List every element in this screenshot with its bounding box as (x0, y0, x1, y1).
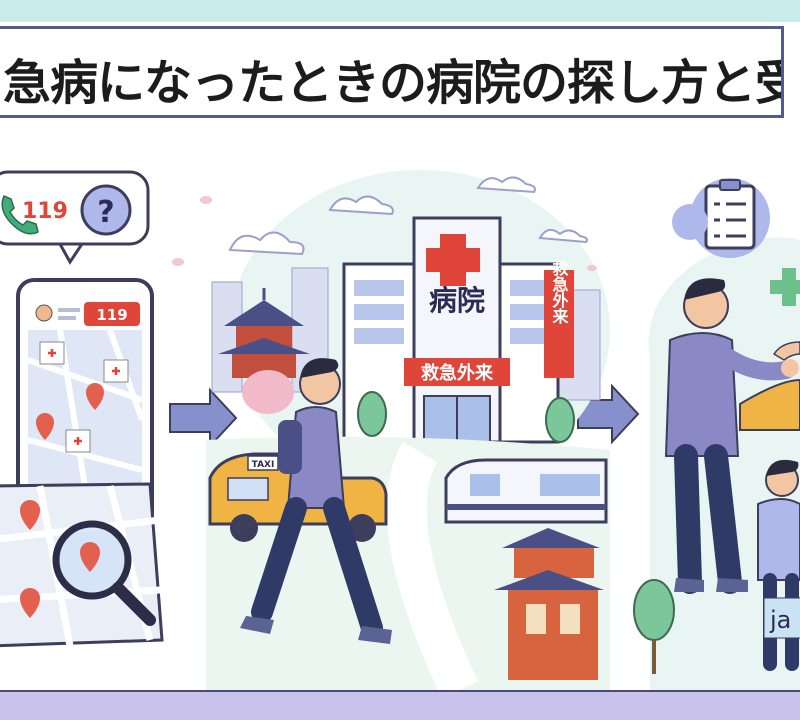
clipboard-icon (690, 178, 770, 258)
temple (494, 528, 604, 680)
er-vertical-text: 救急外来 (550, 259, 570, 325)
map-pin-icon (20, 500, 40, 530)
left-panel: 119 ? 119 (0, 170, 164, 648)
walking-person (240, 358, 392, 644)
pagoda (218, 288, 310, 378)
middle-panel: 病院 救急外来 救急外来 (172, 170, 610, 690)
train (444, 458, 608, 524)
smartphone: 119 (16, 278, 154, 530)
hospital-building: 病院 救急外来 救急外来 (342, 216, 574, 444)
phone-badge-number: 119 (22, 199, 68, 224)
taxi-sign: TAXI (252, 460, 275, 470)
speech-bubble: 119 ? (0, 170, 150, 265)
hospital-sign: 病院 (429, 284, 485, 317)
patient-person (664, 278, 799, 594)
map-pin-icon (36, 413, 54, 440)
bottom-color-band (0, 690, 800, 720)
magnifier-icon (52, 520, 156, 626)
watermark-text: ja (769, 606, 791, 634)
watermark: ja (763, 597, 800, 639)
er-sign-text: 救急外来 (421, 362, 494, 384)
title-banner: 急病になったときの病院の探し方と受 (0, 26, 784, 118)
question-icon: ? (80, 184, 132, 236)
map-card (0, 482, 164, 648)
top-color-band (0, 0, 800, 22)
right-panel: ja (633, 178, 800, 690)
app-call-label: 119 (96, 306, 127, 324)
er-vertical-sign: 救急外来 (544, 259, 574, 378)
phone-icon (1, 195, 39, 235)
er-sign: 救急外来 (404, 358, 510, 386)
arrow-right-icon (169, 387, 238, 449)
map-pin-icon (86, 383, 104, 410)
app-call-button: 119 (84, 302, 140, 326)
page-title: 急病になったときの病院の探し方と受 (3, 55, 784, 111)
map-pin-icon (20, 588, 40, 618)
illustration-scene: 119 ? 119 (0, 170, 800, 690)
svg-text:?: ? (97, 195, 114, 230)
